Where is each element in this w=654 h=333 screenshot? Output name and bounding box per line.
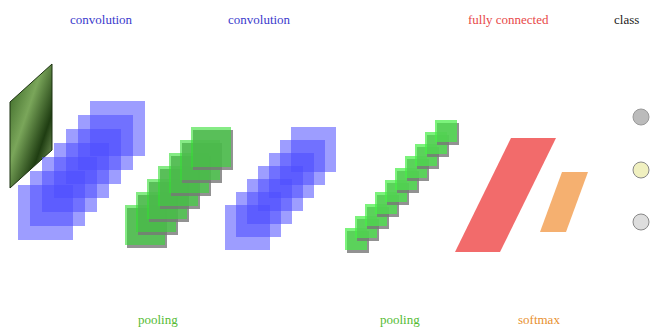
class-node (633, 214, 649, 230)
layer-label: fully connected (468, 12, 549, 28)
class-node (633, 109, 649, 125)
layer-label: pooling (138, 312, 178, 328)
fully-connected-layer (455, 138, 556, 252)
pool-feature-map (435, 120, 457, 142)
layer-label: convolution (70, 12, 132, 28)
softmax-layer (540, 172, 588, 232)
layer-label: convolution (228, 12, 290, 28)
pool-feature-map (191, 127, 231, 167)
conv-feature-map (90, 101, 145, 156)
conv-feature-map (291, 127, 336, 172)
class-node (633, 162, 649, 178)
layer-label: pooling (380, 312, 420, 328)
layer-label: softmax (518, 312, 560, 328)
layer-label: class (614, 12, 639, 28)
